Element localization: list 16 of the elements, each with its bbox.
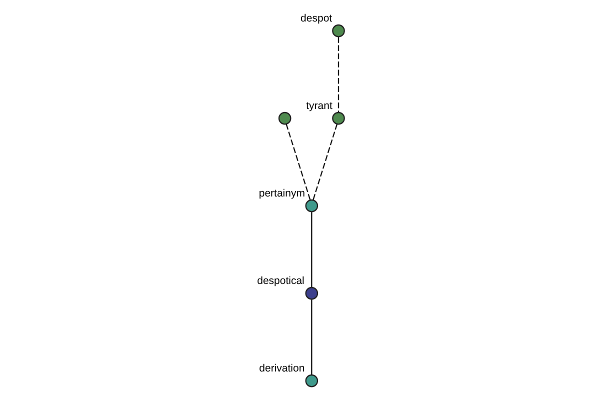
node-label: despotical <box>257 275 304 288</box>
node-label: despot <box>300 12 332 25</box>
connector <box>286 124 311 200</box>
node-circle <box>305 374 318 388</box>
node-circle <box>278 112 292 125</box>
node-circle <box>305 286 318 300</box>
connector <box>311 300 312 375</box>
node-circle <box>332 24 345 38</box>
connector <box>312 124 338 200</box>
node-label: pertainym <box>258 188 305 200</box>
connector <box>338 37 340 112</box>
connector <box>311 212 312 288</box>
node-circle <box>332 112 345 125</box>
node-label: tyrant <box>306 100 332 112</box>
node-label: derivation <box>259 362 305 375</box>
node-circle <box>305 199 318 212</box>
